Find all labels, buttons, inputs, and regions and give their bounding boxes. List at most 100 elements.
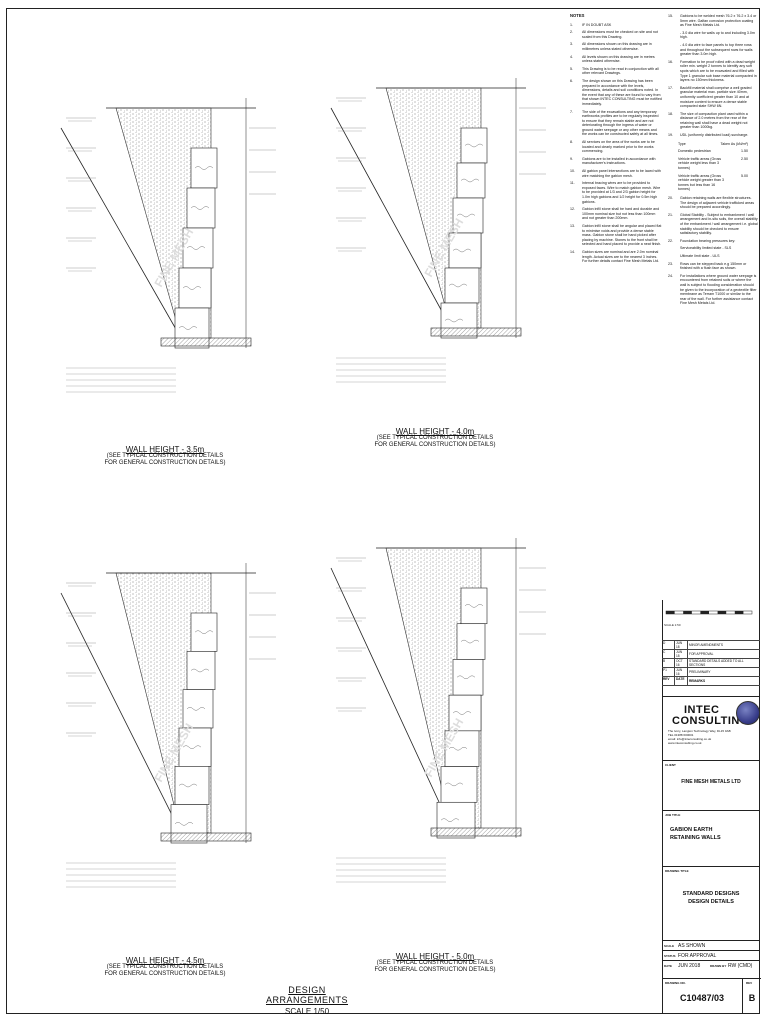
note-item: 3.All dimensions shown on this drawing a… (570, 42, 662, 51)
note-text: Gabions to be welded mesh 76.2 x 76.2 x … (680, 14, 757, 28)
load-value: 1.50 (741, 149, 748, 154)
company-name-line2: CONSULTING (672, 715, 749, 727)
gabion-stone-fill (448, 747, 468, 751)
main-scale: SCALE 1/50 (284, 1007, 330, 1016)
note-number: 20. (668, 196, 673, 200)
scale-key: SCALE (664, 944, 675, 948)
client-label: CLIENT (665, 763, 676, 767)
load-type: Domestic pedestrian (678, 149, 711, 154)
company-logo: INTEC CONSULTING (672, 705, 749, 727)
load-table: Type Taken As (kN/m²) Domestic pedestria… (678, 142, 748, 192)
note-item: 16. Formation to be proof rolled with a d… (668, 60, 758, 83)
note-item: Serviceability limited state - SLS (668, 246, 758, 251)
note-number: 13. (570, 223, 575, 228)
gabion-stone-fill (178, 783, 198, 788)
main-title: DESIGN ARRANGEMENTS (265, 985, 348, 1005)
load-table-head: Type Taken As (kN/m²) (678, 142, 748, 147)
gabion-stone-fill (456, 675, 476, 679)
rev-remark: MINOR AMENDMENTS (689, 643, 724, 647)
company-address: The Ivory, Langton Technology Way, DL15 … (668, 729, 731, 733)
job-value-1: GABION EARTH (670, 827, 713, 833)
gabion-stone-fill (190, 206, 210, 210)
load-value: 5.00 (741, 173, 748, 178)
excavation-slope-line (60, 127, 182, 339)
gabion-stone-fill (460, 639, 480, 644)
gabion-basket (190, 147, 218, 189)
note-text: Serviceability limited state - SLS (680, 246, 732, 251)
gabion-stone-fill (182, 286, 202, 290)
note-number: 16. (668, 59, 673, 64)
note-text: Gabion infill stone shall be angular and… (582, 223, 662, 247)
globe-icon (736, 701, 760, 725)
note-number: 6. (570, 78, 573, 83)
notes-list-2: 15.Gabions to be welded mesh 76.2 x 76.2… (668, 14, 758, 138)
section-sub2-4: FOR GENERAL CONSTRUCTION DETAILS) (374, 967, 496, 973)
rev-date: JUN 16 (675, 668, 688, 676)
gabion-stone-fill (182, 745, 202, 749)
drawing-title-label: DRAWING TITLE (665, 869, 689, 873)
note-text: All levels shown on this drawing are in … (582, 54, 655, 64)
note-item: 9.Gabions are to be installed in accorda… (570, 157, 662, 166)
note-text: Gabion infill stone shall be hard and du… (582, 207, 660, 221)
gabion-basket (190, 612, 218, 652)
gabion-stone-fill (178, 326, 198, 330)
rev-head-remark: REMARKS (689, 679, 706, 683)
note-number: 7. (570, 109, 573, 114)
gabion-basket (448, 232, 482, 269)
notes-list-3: 20.Gabion retaining walls are flexible s… (668, 196, 758, 306)
note-number: 1. (570, 22, 573, 27)
note-item: 10. All gabion panel intersections are to… (570, 169, 662, 178)
status-value: FOR APPROVAL (678, 953, 717, 959)
drawn-value: RW (CMD) (728, 963, 753, 969)
note-item: 14.Gabion sizes are nominal and are 2.0m… (570, 250, 662, 264)
gabion-stone-fill (186, 246, 206, 250)
note-item: 24.For installations where ground water … (668, 274, 758, 306)
note-number (668, 43, 678, 57)
section-sub1-3: (SEE TYPICAL CONSTRUCTION DETAILS (106, 964, 224, 970)
note-text: Ultimate limit state - ULS (680, 253, 720, 258)
drawing-title-1: STANDARD DESIGNS (682, 891, 740, 897)
note-item: 4. All levels shown on this drawing are i… (570, 55, 662, 64)
note-number: 18. (668, 111, 673, 116)
load-value: 2.50 (741, 156, 748, 161)
gabion-basket (452, 659, 484, 696)
note-item: 17.Backfill material shall comprise a we… (668, 86, 758, 109)
company-email: email: info@inteconsulting.co.uk (668, 737, 712, 741)
gabion-basket (456, 623, 486, 660)
note-number: 14. (570, 249, 575, 254)
section-sub1-1: (SEE TYPICAL CONSTRUCTION DETAILS (106, 453, 224, 459)
section-title-3: WALL HEIGHT - 4.5m (125, 956, 205, 965)
section-title-4: WALL HEIGHT - 5.0m (395, 952, 475, 961)
gabion-basket (174, 766, 210, 805)
note-text: Rows can be stepped back e.g 150mm or fi… (680, 261, 747, 271)
note-number: 9. (570, 156, 573, 161)
scale-bar (665, 610, 753, 615)
note-item: 6.The design shown on this Drawing has b… (570, 79, 662, 107)
revision-cell: REV B (742, 978, 761, 1014)
drawing-number-cell: DRAWING NO. C10487/03 (662, 978, 742, 1014)
note-number: 12. (570, 207, 575, 212)
note-text: All gabion panel intersections are to be… (582, 169, 661, 178)
gabion-basket (444, 730, 480, 767)
date-key: DATE (664, 964, 672, 968)
note-text: - 3.0 dia wire for walls up to and inclu… (680, 30, 755, 40)
note-number: 4. (570, 54, 573, 59)
note-number: 10. (570, 169, 575, 174)
excavation-slope-line (330, 567, 452, 829)
drawing-title-2: DESIGN DETAILS (688, 899, 734, 905)
note-text: All dimensions shown on this drawing are… (582, 42, 652, 51)
company-logo-block: INTEC CONSULTING The Ivory, Langton Tech… (662, 696, 760, 761)
scale-value: AS SHOWN (678, 943, 706, 949)
note-text: Formation to be proof rolled with a dead… (680, 59, 757, 83)
rev-id: P1 (662, 668, 675, 676)
note-item: 18.The size of compaction plant used wit… (668, 112, 758, 130)
note-number (668, 254, 678, 259)
load-type: Vehicle traffic areas (Gross vehicle wei… (678, 156, 722, 171)
sheet-border (6, 8, 760, 1014)
note-text: All dimensions must be checked on site a… (582, 30, 658, 39)
